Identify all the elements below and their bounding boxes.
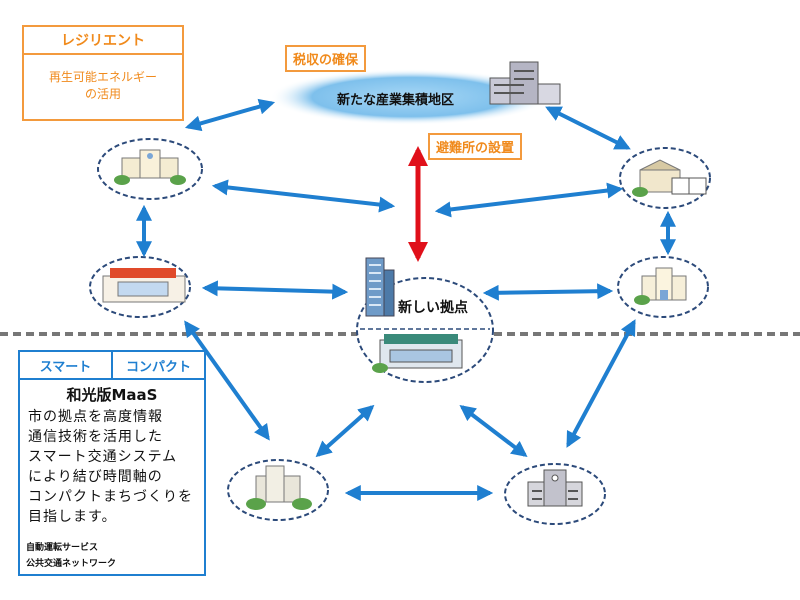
school-building-icon: [114, 149, 186, 185]
shelter-label: 避難所の設置: [428, 133, 523, 160]
resilient-title: レジリエント: [24, 27, 182, 55]
clinic-building-icon: [634, 267, 687, 305]
compact-tab: コンパクト: [111, 352, 204, 378]
industrial-building-icon: [489, 61, 561, 105]
legend-text-line: により結び時間軸の: [28, 469, 163, 485]
legend-text-line: 目指します。: [28, 509, 117, 525]
legend-box: スマート コンパクト 和光版MaaS 市の拠点を高度情報 通信技術を活用した ス…: [18, 350, 206, 576]
resilient-body: 再生可能エネルギー の活用: [24, 55, 182, 103]
hospital-building-icon: [246, 465, 312, 510]
industrial-zone-area: [270, 69, 550, 125]
legend-text-line: 通信技術を活用した: [28, 429, 163, 445]
tower-building-icon: [365, 257, 395, 317]
resilient-body-line1: 再生可能エネルギー: [48, 70, 157, 84]
shopping-center-icon: [102, 268, 186, 303]
legend-text-line: 市の拠点を高度情報: [28, 409, 163, 425]
legend-description: 市の拠点を高度情報 通信技術を活用した スマート交通システム により結び時間軸の…: [20, 405, 204, 527]
public-transport-arrows: [136, 98, 676, 501]
legend-text-line: コンパクトまちづくりを: [28, 489, 193, 505]
legend-tabs: スマート コンパクト: [20, 352, 204, 380]
city-hall-building-icon: [527, 469, 583, 507]
library-building-icon: [632, 159, 707, 197]
resilient-body-line2: の活用: [84, 87, 121, 101]
legend-text-line: スマート交通システム: [28, 449, 178, 465]
tax-revenue-label: 税収の確保: [285, 45, 367, 72]
resilient-box: レジリエント 再生可能エネルギー の活用: [22, 25, 184, 121]
smart-tab: スマート: [39, 359, 92, 375]
legend-auto-driving-label: 自動運転サービス: [26, 543, 99, 553]
station-building-icon: [372, 334, 463, 373]
industrial-zone-label: 新たな産業集積地区: [337, 93, 455, 108]
legend-public-transport-label: 公共交通ネットワーク: [26, 559, 117, 569]
maas-heading: 和光版MaaS: [66, 386, 158, 404]
new-hub-label: 新しい拠点: [398, 300, 468, 316]
